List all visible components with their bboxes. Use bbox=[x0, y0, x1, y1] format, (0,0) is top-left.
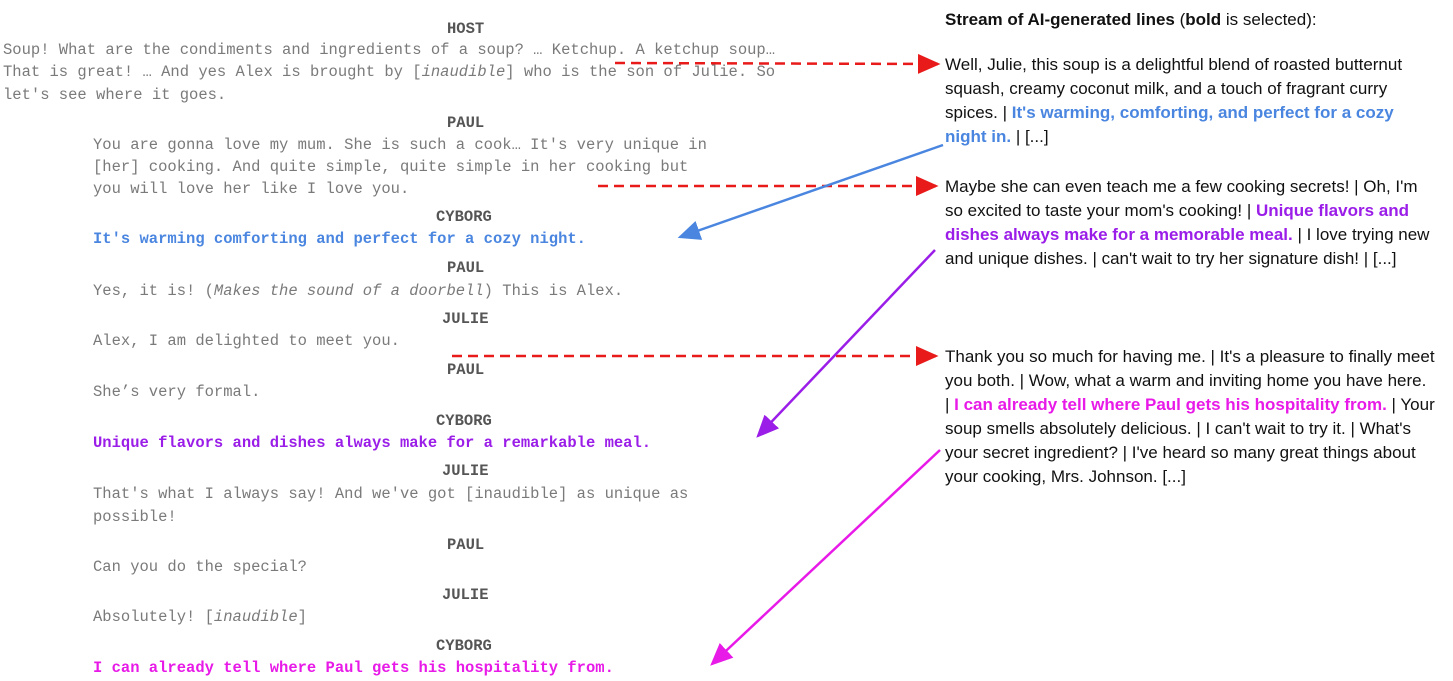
cyborg1-line: It's warming comforting and perfect for … bbox=[93, 230, 586, 248]
stream-block-1: Well, Julie, this soup is a delightful b… bbox=[945, 55, 1403, 146]
magenta-arrow bbox=[710, 449, 941, 666]
stream-block-2: Maybe she can even teach me a few cookin… bbox=[945, 177, 1430, 268]
selected-line-1: It's warming, comforting, and perfect fo… bbox=[945, 103, 1394, 146]
speaker-paul-2: PAUL bbox=[447, 259, 485, 277]
speaker-cyborg-1: CYBORG bbox=[436, 208, 492, 226]
speaker-paul-3: PAUL bbox=[447, 361, 485, 379]
paul1-line-2: [her] cooking. And quite simple, quite s… bbox=[93, 158, 689, 176]
selected-line-3: I can already tell where Paul gets his h… bbox=[954, 395, 1387, 414]
blue-arrow bbox=[677, 143, 944, 240]
julie2-line-1: That's what I always say! And we've got … bbox=[93, 485, 689, 503]
julie3-line: Absolutely! [inaudible] bbox=[93, 608, 307, 626]
paul4-line: Can you do the special? bbox=[93, 558, 307, 576]
cyborg3-line: I can already tell where Paul gets his h… bbox=[93, 659, 614, 677]
purple-arrow bbox=[756, 249, 936, 438]
speaker-host: HOST bbox=[447, 20, 485, 38]
speaker-cyborg-3: CYBORG bbox=[436, 637, 492, 655]
speaker-paul-4: PAUL bbox=[447, 536, 485, 554]
speaker-julie-2: JULIE bbox=[442, 462, 489, 480]
julie1-line: Alex, I am delighted to meet you. bbox=[93, 332, 400, 350]
speaker-julie-1: JULIE bbox=[442, 310, 489, 328]
host-line-1: Soup! What are the condiments and ingred… bbox=[3, 41, 776, 59]
paul1-line-3: you will love her like I love you. bbox=[93, 180, 410, 198]
julie2-line-2: possible! bbox=[93, 508, 177, 526]
paul1-line-1: You are gonna love my mum. She is such a… bbox=[93, 136, 707, 154]
stream-title: Stream of AI-generated lines (bold is se… bbox=[945, 10, 1317, 29]
cyborg2-line: Unique flavors and dishes always make fo… bbox=[93, 434, 652, 452]
paul2-line: Yes, it is! (Makes the sound of a doorbe… bbox=[93, 282, 624, 300]
speaker-cyborg-2: CYBORG bbox=[436, 412, 492, 430]
host-line-3: let's see where it goes. bbox=[3, 86, 227, 104]
speaker-paul-1: PAUL bbox=[447, 114, 485, 132]
speaker-julie-3: JULIE bbox=[442, 586, 489, 604]
paul3-line: She’s very formal. bbox=[93, 383, 261, 401]
stream-block-3: Thank you so much for having me. | It's … bbox=[945, 347, 1435, 486]
red-dashed-arrow-1 bbox=[614, 53, 941, 74]
host-line-2: That is great! … And yes Alex is brought… bbox=[3, 63, 776, 81]
selected-line-2: Unique flavors and dishes always make fo… bbox=[945, 201, 1409, 244]
